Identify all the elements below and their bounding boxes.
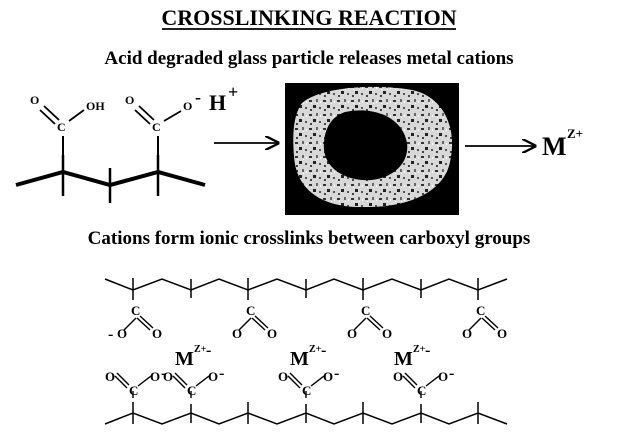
crosslink-metal-1-bond: - [206,342,211,359]
crosslink-metal-2-charge: Z+ [309,344,322,355]
acid-right-negative-charge: - [195,87,201,107]
svg-text:O: O [462,326,472,341]
svg-text:O: O [347,326,357,341]
svg-text:-: - [334,365,339,382]
svg-text:O: O [382,326,392,341]
proton-charge: + [228,82,238,102]
crosslink-metal-3-bond: - [425,342,430,359]
svg-text:C: C [246,303,255,318]
crosslink-metal-2-bond: - [321,342,326,359]
svg-text:C: C [361,303,370,318]
svg-text:O: O [497,326,507,341]
svg-text:C: C [476,303,485,318]
glass-particle-image [285,83,459,215]
svg-text:-: - [219,365,224,382]
proton-label: H [209,90,226,115]
svg-text:-: - [449,365,454,382]
svg-text:C: C [417,383,426,398]
svg-text:C: C [129,383,138,398]
svg-text:O: O [152,326,162,341]
svg-text:C: C [187,383,196,398]
subtitle-glass-release: Acid degraded glass particle releases me… [104,48,513,69]
svg-text:-: - [108,326,113,343]
crosslink-metal-3: M [394,348,413,370]
svg-text:O: O [438,369,448,384]
acid-left-carbon-label: C [57,120,66,134]
crosslink-metal-1: M [175,348,194,370]
svg-text:C: C [302,383,311,398]
diagram-title: CROSSLINKING REACTION [161,5,456,30]
svg-text:O: O [117,326,127,341]
metal-cation-label: M [542,132,567,161]
svg-text:-: - [161,365,166,382]
polyacid-chain [15,105,206,203]
acid-left-oxygen-label: O [30,93,39,107]
svg-text:O: O [278,369,288,384]
crosslink-metal-2: M [290,348,309,370]
acid-right-carbon-label: C [152,120,161,134]
crosslinked-network [104,278,508,425]
svg-text:C: C [131,303,140,318]
lower-carboxylate-labels: O C O - O C O - O C O - O C O - [105,365,454,398]
svg-text:O: O [393,369,403,384]
subtitle-ionic-crosslinks: Cations form ionic crosslinks between ca… [88,228,531,249]
svg-text:O: O [208,369,218,384]
crosslink-metal-3-charge: Z+ [413,344,426,355]
upper-carboxylate-labels: - O C O O C O O C O O C O [108,303,507,343]
svg-text:O: O [267,326,277,341]
svg-text:O: O [150,369,160,384]
svg-text:O: O [323,369,333,384]
crosslink-metal-ions: M Z+ - M Z+ - M Z+ - [175,342,430,370]
acid-right-oxygen-label: O [125,93,134,107]
crosslink-metal-1-charge: Z+ [194,344,207,355]
svg-text:O: O [232,326,242,341]
svg-text:O: O [105,369,115,384]
metal-cation-charge: Z+ [567,126,583,141]
acid-left-hydroxyl-label: OH [86,99,105,113]
acid-right-oxygen-anion-label: O [183,99,192,113]
svg-text:O: O [163,369,173,384]
